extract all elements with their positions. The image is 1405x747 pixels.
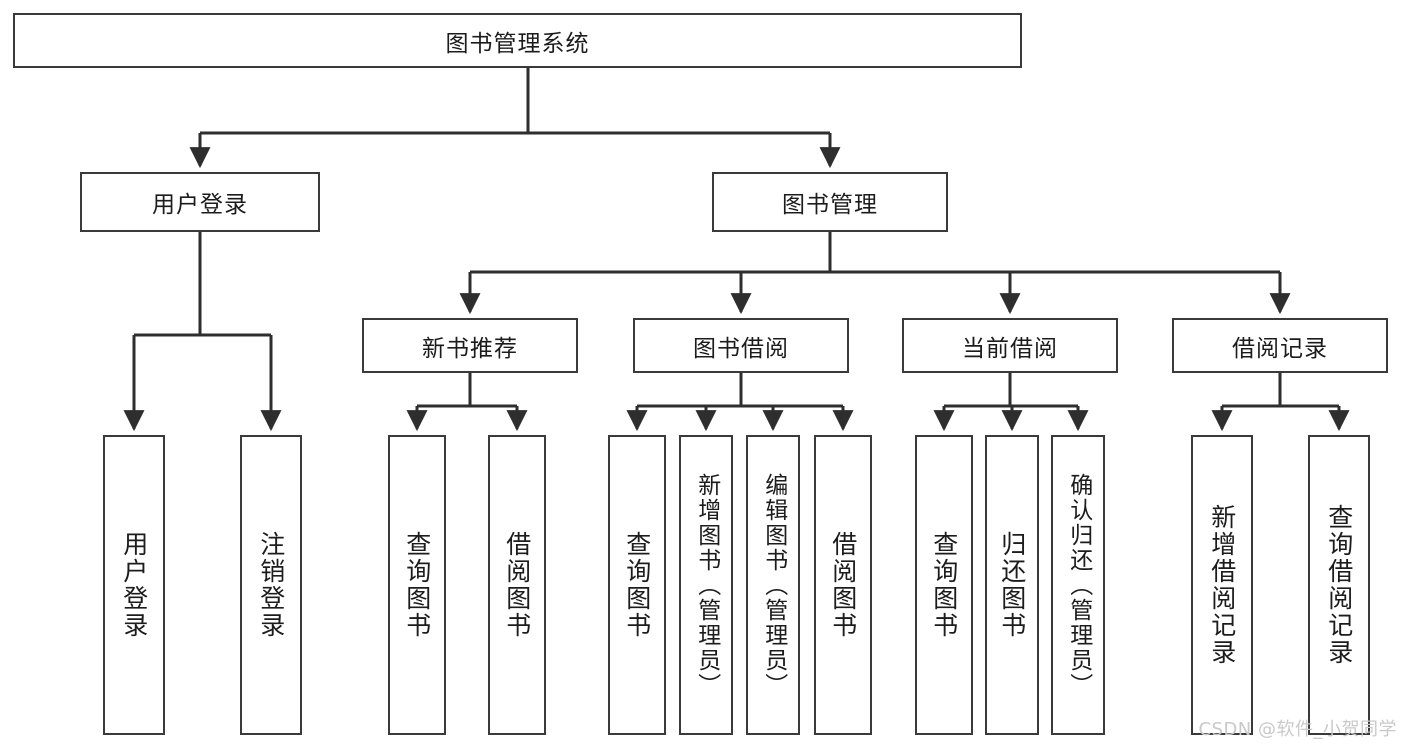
node-label: 注销登录 xyxy=(256,531,286,639)
node-label: 查询图书 xyxy=(402,531,432,639)
node-label: 新增图书（管理员） xyxy=(693,472,720,698)
node-book-borrow[interactable]: 图书借阅 xyxy=(633,318,849,373)
node-label: 新书推荐 xyxy=(422,335,518,362)
node-label: 借阅图书 xyxy=(502,531,532,639)
node-leaf-logout[interactable]: 注销登录 xyxy=(240,435,302,735)
node-borrow-records[interactable]: 借阅记录 xyxy=(1172,318,1388,373)
node-leaf-query-book-current[interactable]: 查询图书 xyxy=(915,435,973,735)
node-leaf-query-borrow-record[interactable]: 查询借阅记录 xyxy=(1308,435,1370,735)
node-label: 图书管理 xyxy=(782,192,878,218)
node-label: 图书借阅 xyxy=(693,335,789,362)
node-leaf-add-book-admin[interactable]: 新增图书（管理员） xyxy=(679,435,733,735)
node-leaf-borrow-book-new[interactable]: 借阅图书 xyxy=(488,435,546,735)
node-label: 借阅图书 xyxy=(828,531,858,639)
node-label: 用户登录 xyxy=(119,531,149,639)
node-leaf-query-book-new[interactable]: 查询图书 xyxy=(388,435,446,735)
watermark: CSDN @软件_小贺同学 xyxy=(1198,719,1397,740)
node-book-management[interactable]: 图书管理 xyxy=(712,172,948,232)
node-leaf-user-login[interactable]: 用户登录 xyxy=(103,435,165,735)
node-current-borrow[interactable]: 当前借阅 xyxy=(902,318,1118,373)
node-label: 查询图书 xyxy=(622,531,652,639)
node-leaf-lend-book[interactable]: 借阅图书 xyxy=(814,435,872,735)
node-label: 确认归还（管理员） xyxy=(1065,472,1092,698)
node-label: 查询借阅记录 xyxy=(1324,504,1354,666)
node-leaf-confirm-return-admin[interactable]: 确认归还（管理员） xyxy=(1051,435,1105,735)
node-label: 当前借阅 xyxy=(962,335,1058,362)
node-label: 用户登录 xyxy=(152,192,248,218)
node-label: 查询图书 xyxy=(929,531,959,639)
node-label: 归还图书 xyxy=(997,531,1027,639)
node-label: 借阅记录 xyxy=(1232,335,1328,362)
node-label: 编辑图书（管理员） xyxy=(760,472,787,698)
node-leaf-add-borrow-record[interactable]: 新增借阅记录 xyxy=(1191,435,1253,735)
node-leaf-return-book[interactable]: 归还图书 xyxy=(985,435,1039,735)
node-root-system[interactable]: 图书管理系统 xyxy=(13,13,1022,68)
node-leaf-query-book-borrow[interactable]: 查询图书 xyxy=(608,435,666,735)
node-user-login[interactable]: 用户登录 xyxy=(80,172,320,232)
node-new-book-recommend[interactable]: 新书推荐 xyxy=(362,318,578,373)
node-label: 新增借阅记录 xyxy=(1207,504,1237,666)
node-leaf-edit-book-admin[interactable]: 编辑图书（管理员） xyxy=(746,435,800,735)
node-label: 图书管理系统 xyxy=(445,30,590,57)
